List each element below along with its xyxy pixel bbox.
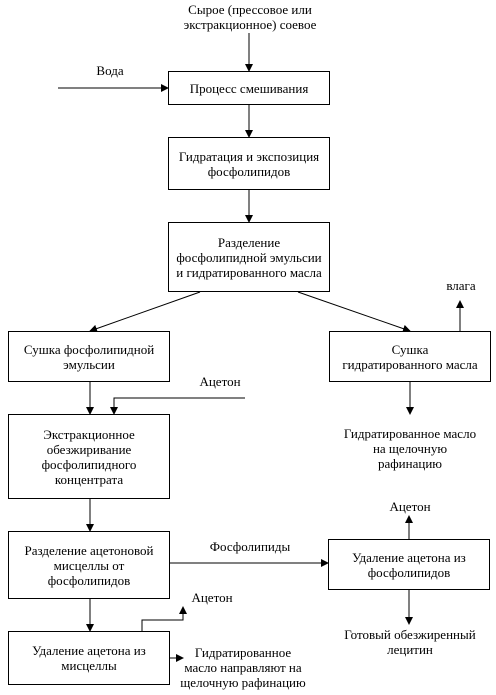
raw-material-label: Сырое (прессовое или экстракционное) сое…: [183, 2, 317, 32]
arrow-separation-to-dry-emulsion: [89, 291, 201, 333]
acetone-out2-label: Ацетон: [191, 590, 233, 605]
dry-emulsion-box: Сушка фосфолипидной эмульсии: [8, 331, 170, 382]
separation-box: Разделение фосфолипидной эмульсии и гидр…: [168, 222, 330, 292]
water-label: Вода: [96, 63, 124, 78]
dry-oil-box: Сушка гидратированного масла: [329, 331, 491, 382]
hydrated-oil-refining-label: Гидратированное масло на щелочную рафина…: [343, 426, 477, 471]
lecithin-label: Готовый обезжиренный лецитин: [344, 627, 476, 657]
phospholipids-label: Фосфолипиды: [209, 539, 291, 554]
arrow-to-acetone-out2: [141, 606, 187, 631]
arrow-acetone-to-extraction: [110, 397, 245, 415]
acetone-in-label: Ацетон: [199, 374, 241, 389]
separation-acetone-box: Разделение ацетоновой мисцеллы от фосфол…: [8, 531, 170, 599]
remove-acetone-phospholipids-box: Удаление ацетона из фосфолипидов: [328, 539, 490, 590]
remove-acetone-miscella-box: Удаление ацетона из мисцеллы: [8, 631, 170, 685]
extraction-box: Экстракционное обезжиривание фосфолипидн…: [8, 414, 170, 499]
moisture-label: влага: [446, 278, 476, 293]
arrow-separation-to-dry-oil: [297, 291, 411, 333]
acetone-out1-label: Ацетон: [389, 499, 431, 514]
hydration-box: Гидратация и экспозиция фосфолипидов: [168, 137, 330, 190]
mixing-box: Процесс смешивания: [168, 71, 330, 105]
hydrated-oil-refining2-label: Гидратированное масло направляют на щело…: [180, 645, 306, 690]
